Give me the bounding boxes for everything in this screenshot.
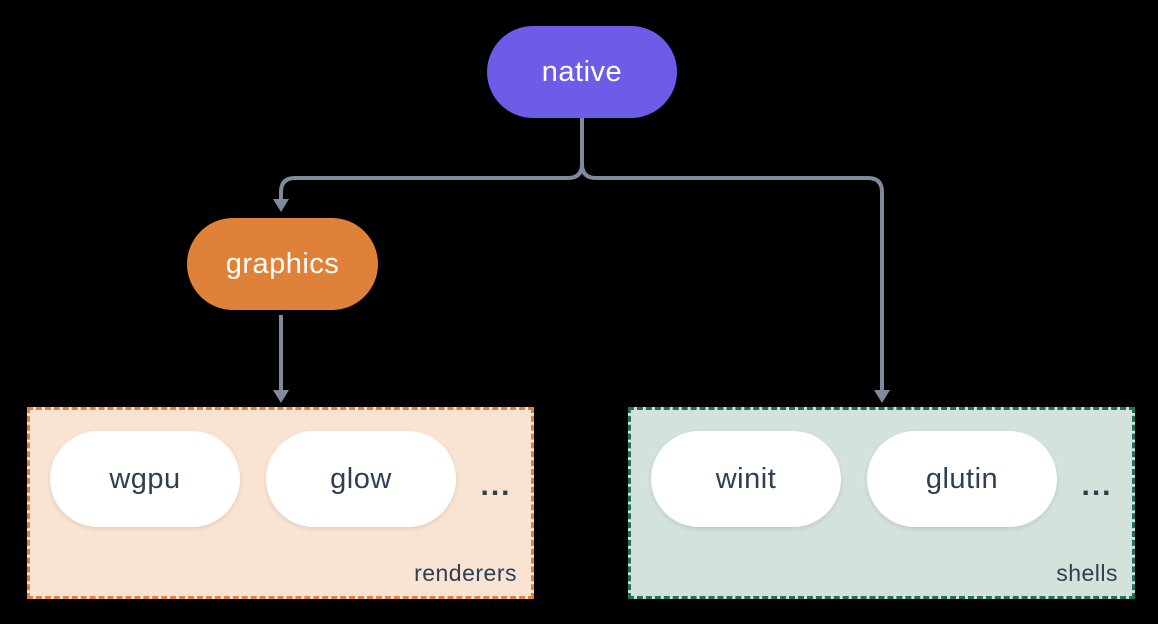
node-graphics: graphics [187,218,378,310]
edge-native-graphics [279,163,584,199]
node-winit: winit [651,431,841,527]
node-wgpu-label: wgpu [109,462,181,495]
node-winit-label: winit [715,462,777,495]
node-glutin: glutin [867,431,1057,527]
node-glutin-label: glutin [925,462,999,495]
group-renderers-label: renderers [414,560,517,586]
node-wgpu: wgpu [50,431,240,527]
group-shells: winit glutin ... shells [628,407,1135,599]
group-renderers: wgpu glow ... renderers [27,407,534,599]
renderers-ellipsis: ... [480,469,512,502]
arrowhead-graphics [273,199,289,212]
node-graphics-label: graphics [225,247,340,280]
arrowhead-shells [874,390,890,403]
node-glow: glow [266,431,456,527]
group-shells-label: shells [1056,560,1118,586]
edge-native-shells [580,163,884,391]
node-glow-label: glow [330,462,392,495]
shells-ellipsis: ... [1081,469,1113,502]
node-native-label: native [541,55,623,88]
node-native: native [487,26,677,118]
arrowhead-renderers [273,390,289,403]
